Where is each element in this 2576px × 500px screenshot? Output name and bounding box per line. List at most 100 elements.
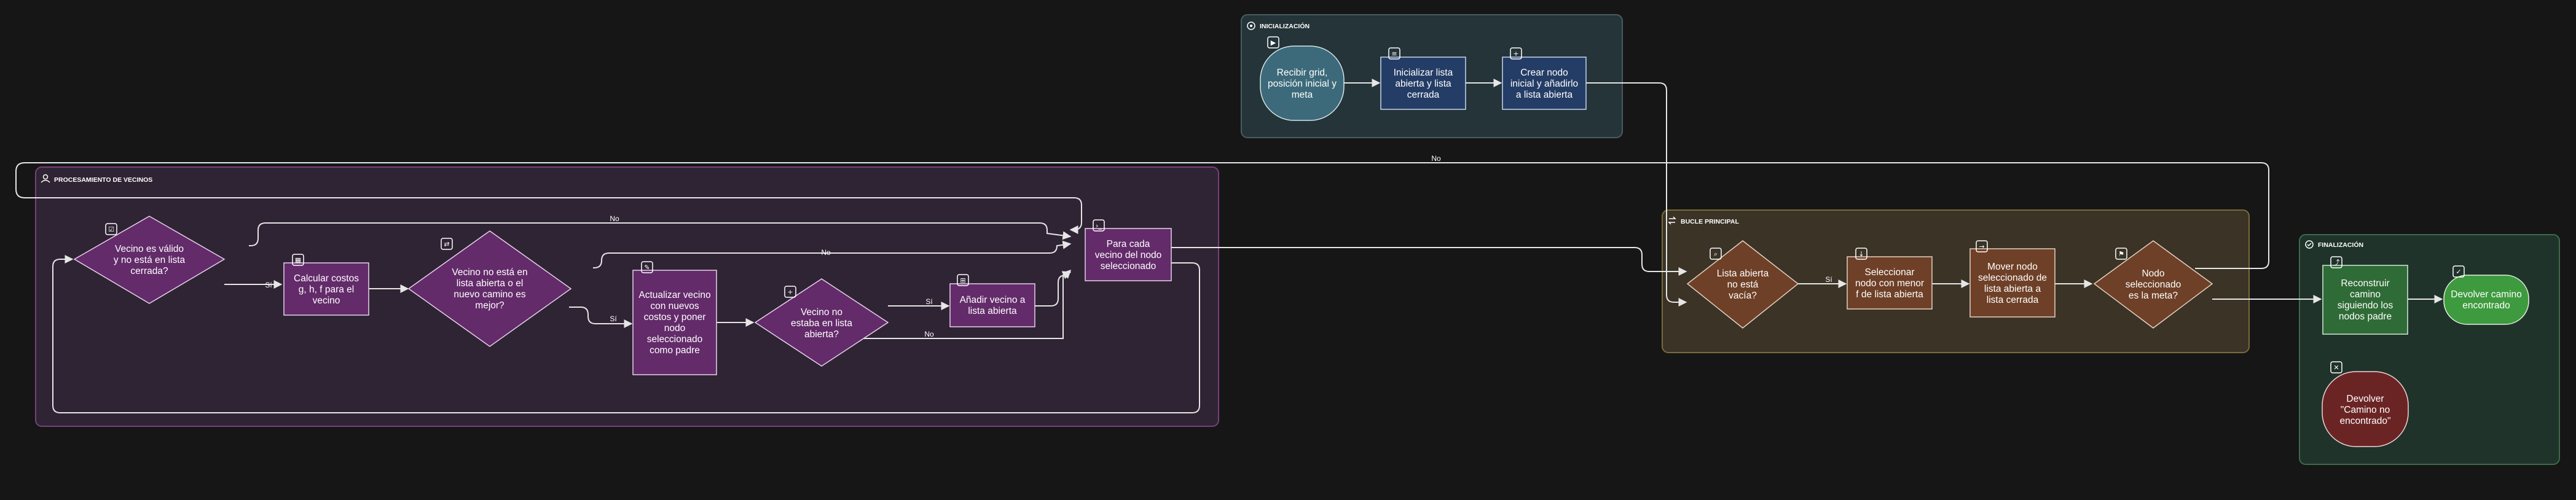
edge-label-vecino-valido-si: Sí <box>265 281 272 289</box>
flag-icon: ⚑ <box>2115 248 2127 260</box>
edge-label-vecino-valido-no: No <box>610 214 619 223</box>
node-label-line: costos y poner <box>644 312 706 322</box>
svg-text:›_: ›_ <box>1096 222 1102 230</box>
svg-text:+: + <box>1513 50 1518 58</box>
node-label-line: seleccionado <box>647 334 702 345</box>
svg-text:▦: ▦ <box>295 256 301 264</box>
node-label-line: cerrada <box>1407 90 1440 100</box>
node-label-line: con nuevos <box>650 301 699 311</box>
node-label-line: vacía? <box>1729 291 1757 301</box>
list-icon: ≡ <box>1388 47 1400 60</box>
node-label-line: Inicializar lista <box>1394 68 1453 78</box>
node-label-line: seleccionado de <box>1978 273 2047 283</box>
svg-text:☑: ☑ <box>108 225 114 233</box>
node-label-line: Devolver <box>2346 394 2384 404</box>
node-label-line: abierta? <box>804 329 839 340</box>
group-title-bucle: BUCLE PRINCIPAL <box>1681 218 1739 225</box>
svg-text:⤴: ⤴ <box>2333 258 2340 267</box>
node-label-line: Vecino no está en <box>452 267 527 278</box>
svg-text:⌕: ⌕ <box>1714 250 1718 258</box>
search-icon: ⌕ <box>1710 248 1722 260</box>
edge-vecino-valido-no <box>249 222 1072 246</box>
node-label-line: f de lista abierta <box>1856 289 1923 300</box>
svg-text:↓: ↓ <box>1858 250 1864 258</box>
edge-crear-lista-vacia <box>1586 82 1687 307</box>
node-label-line: Actualizar vecino <box>638 290 710 300</box>
edge-label-vecino-mejor-no: No <box>821 248 831 257</box>
node-label-line: Nodo <box>2142 268 2164 279</box>
group-title-procesamiento: PROCESAMIENTO DE VECINOS <box>54 176 152 184</box>
svg-text:▶: ▶ <box>1271 39 1276 47</box>
svg-text:✕: ✕ <box>2333 364 2339 372</box>
node-label-line: lista cerrada <box>1987 295 2039 305</box>
node-label-line: Calcular costos <box>294 273 359 284</box>
loop-icon <box>1668 216 1676 225</box>
edge-vecino-mejor-no <box>593 240 1072 268</box>
node-label-line: encontrado <box>2462 300 2510 311</box>
edge-es-meta-no-loop <box>15 162 2269 269</box>
plus-box-icon: + <box>1510 47 1522 60</box>
node-label-line: vecino del nodo <box>1095 250 1162 260</box>
node-label-line: lista abierta <box>968 306 1017 316</box>
edges <box>15 79 2443 413</box>
node-label-line: nuevo camino es <box>454 289 525 300</box>
route-icon: ⤴ <box>2330 256 2342 268</box>
svg-text:≡: ≡ <box>1391 50 1397 58</box>
svg-text:✓: ✓ <box>2456 268 2461 276</box>
node-label-line: Seleccionar <box>1865 267 1915 278</box>
node-label-line: nodos padre <box>2339 311 2392 322</box>
node-label-line: como padre <box>650 345 700 356</box>
node-label-line: Vecino no <box>801 307 842 318</box>
node-label-line: no está <box>1727 279 1759 290</box>
node-label-line: siguiendo los <box>2338 300 2393 311</box>
add-to-list-icon: ⊞ <box>957 274 969 286</box>
edge-vecino-mejor-actualizar <box>569 307 633 328</box>
node-label-line: estaba en lista <box>791 318 852 329</box>
svg-text:⚑: ⚑ <box>2118 250 2124 258</box>
arrow-right-icon: → <box>1976 240 1988 252</box>
node-label-line: meta <box>1292 90 1313 100</box>
node-label-line: lista abierta a <box>1984 284 2041 294</box>
node-label-line: "Camino no <box>2341 405 2390 415</box>
node-label-line: Mover nodo <box>1987 262 2038 272</box>
people-icon <box>41 174 50 183</box>
node-label-line: Devolver camino <box>2451 289 2521 300</box>
node-label-line: encontrado" <box>2339 416 2390 426</box>
node-label-line: Lista abierta <box>1717 268 1769 279</box>
gear-icon <box>1247 21 1255 30</box>
edge-label-vecino-mejor-si: Sí <box>610 314 617 323</box>
check-circle-icon <box>2305 240 2314 249</box>
plus-icon: + <box>784 286 796 298</box>
compare-icon: ⇄ <box>441 238 453 250</box>
node-label-line: seleccionado <box>1101 261 1156 271</box>
calculator-icon: ▦ <box>292 254 304 266</box>
